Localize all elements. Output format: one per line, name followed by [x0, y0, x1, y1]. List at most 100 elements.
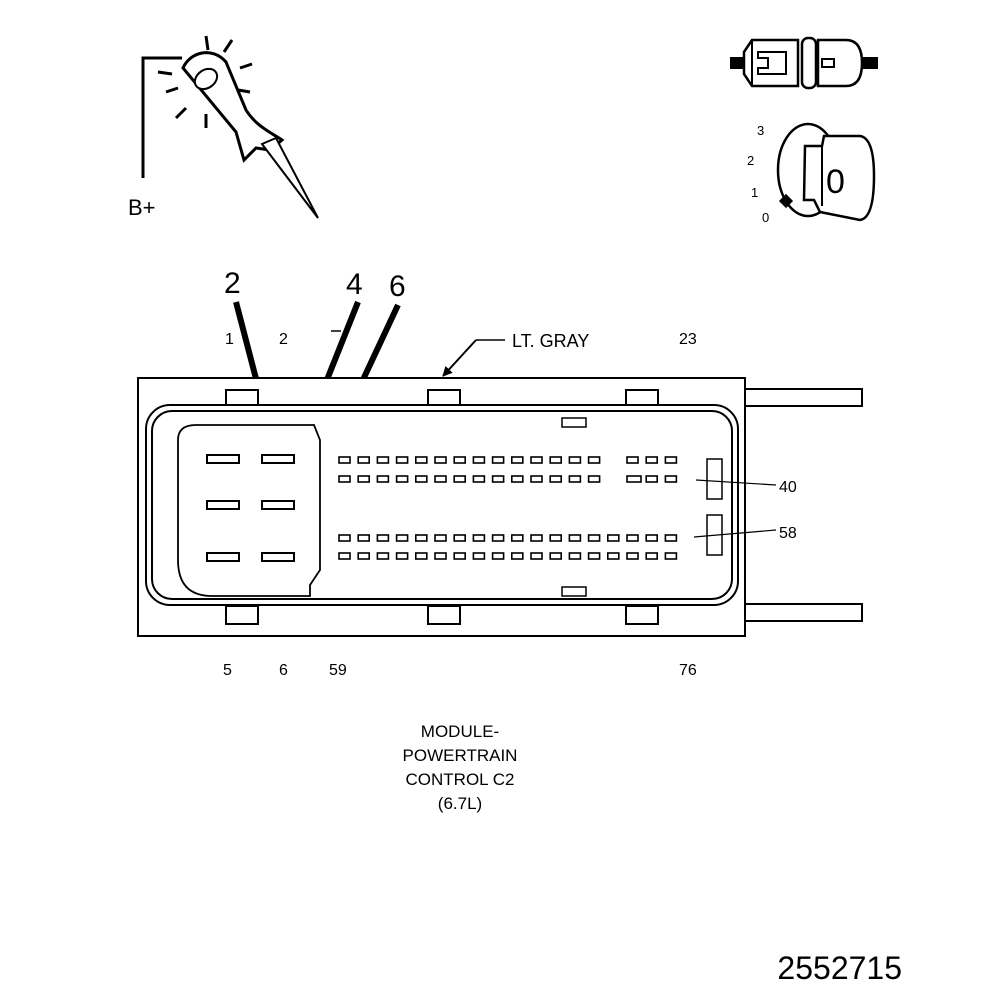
signal-terminal	[510, 552, 524, 560]
pin-label-58: 58	[779, 525, 797, 542]
signal-terminal	[645, 534, 659, 542]
signal-terminal	[510, 475, 524, 483]
light-glow-rays	[157, 35, 253, 128]
signal-terminal	[626, 456, 639, 464]
signal-terminal	[530, 456, 543, 464]
callout-6: 6	[389, 270, 406, 303]
pin-label-1: 1	[225, 331, 234, 348]
ignition-position-1: 1	[751, 185, 758, 200]
test-light-wire	[141, 56, 182, 178]
signal-terminal	[530, 552, 543, 560]
pin-label-40: 40	[779, 479, 797, 496]
signal-terminal	[568, 534, 582, 542]
signal-terminal	[472, 552, 486, 560]
signal-terminal	[549, 534, 563, 542]
pin-label-2: 2	[279, 331, 288, 348]
signal-terminal	[626, 552, 639, 560]
test-light-logo	[193, 67, 219, 91]
connector-color-label: LT. GRAY	[512, 331, 589, 351]
color-leader-arrow	[442, 339, 477, 377]
signal-terminal	[491, 552, 505, 560]
signal-terminal	[664, 456, 678, 464]
disconnected-connector-icon	[730, 36, 878, 90]
signal-terminal	[606, 552, 620, 560]
signal-terminal	[587, 552, 601, 560]
signal-terminal	[510, 456, 524, 464]
ignition-key-label: 0	[826, 163, 845, 201]
pin-label-59: 59	[329, 662, 347, 679]
caption-line-1: MODULE-	[420, 722, 500, 741]
figure-id: 2552715	[777, 950, 902, 986]
signal-terminal	[472, 534, 486, 542]
signal-terminal	[626, 534, 639, 542]
signal-terminal	[338, 534, 351, 542]
connector-rail-top	[744, 388, 863, 407]
signal-terminal	[395, 475, 409, 483]
connector-labels: LT. GRAY 1 2 23 5 6 59 76 40 58	[223, 330, 797, 679]
signal-terminal	[587, 534, 601, 542]
signal-terminal	[491, 475, 505, 483]
signal-terminal	[357, 534, 371, 542]
signal-terminal	[376, 456, 390, 464]
pin-label-76: 76	[679, 662, 697, 679]
signal-terminal	[568, 552, 582, 560]
pin-40-leader	[695, 479, 777, 486]
signal-terminal	[434, 534, 447, 542]
pin-label-6: 6	[279, 662, 288, 679]
signal-terminal	[453, 534, 467, 542]
connector-face	[137, 377, 863, 637]
ignition-position-2: 2	[747, 153, 754, 168]
signal-terminal	[414, 475, 428, 483]
signal-terminal	[338, 475, 351, 483]
signal-terminal	[645, 552, 659, 560]
signal-terminal	[453, 456, 467, 464]
b-plus-label: B+	[128, 195, 156, 220]
signal-terminal	[434, 552, 447, 560]
signal-terminal	[414, 552, 428, 560]
callout-2: 2	[224, 267, 241, 300]
signal-terminal	[568, 475, 582, 483]
pin-58-leader	[693, 529, 777, 538]
signal-terminal	[395, 552, 409, 560]
signal-terminal	[549, 456, 563, 464]
signal-terminal	[376, 552, 390, 560]
caption-line-2: POWERTRAIN	[402, 746, 518, 765]
signal-terminal	[530, 534, 543, 542]
signal-terminal	[664, 534, 678, 542]
ignition-position-3: 3	[757, 123, 764, 138]
signal-terminal	[491, 534, 505, 542]
signal-terminal	[568, 456, 582, 464]
test-light-icon: B+	[128, 35, 319, 220]
ignition-position-0: 0	[762, 210, 769, 225]
signal-terminal	[434, 456, 447, 464]
test-light-tip	[260, 136, 319, 219]
signal-terminal	[664, 552, 678, 560]
signal-terminal	[453, 552, 467, 560]
signal-terminal	[645, 456, 659, 464]
signal-terminal	[376, 475, 390, 483]
signal-terminal	[587, 475, 601, 483]
signal-terminal	[491, 456, 505, 464]
pin-label-23: 23	[679, 331, 697, 348]
signal-terminal	[472, 475, 486, 483]
connector-caption: MODULE- POWERTRAIN CONTROL C2 (6.7L)	[330, 720, 590, 816]
signal-terminal	[530, 475, 543, 483]
ignition-key-icon: 0 1 2 3 0	[747, 122, 876, 225]
signal-terminal	[606, 534, 620, 542]
signal-terminal	[338, 456, 351, 464]
signal-terminal	[414, 456, 428, 464]
caption-line-3: CONTROL C2	[405, 770, 515, 789]
signal-terminal	[549, 552, 563, 560]
signal-terminal	[414, 534, 428, 542]
caption-line-4: (6.7L)	[437, 794, 483, 813]
signal-terminal	[587, 456, 601, 464]
signal-terminal	[472, 456, 486, 464]
large-terminals	[206, 454, 295, 562]
power-pin-cavity	[177, 424, 321, 597]
signal-terminal	[434, 475, 447, 483]
signal-terminal	[510, 534, 524, 542]
signal-terminals	[338, 456, 678, 560]
signal-terminal	[395, 456, 409, 464]
pin-label-5: 5	[223, 662, 232, 679]
signal-terminal	[549, 475, 563, 483]
